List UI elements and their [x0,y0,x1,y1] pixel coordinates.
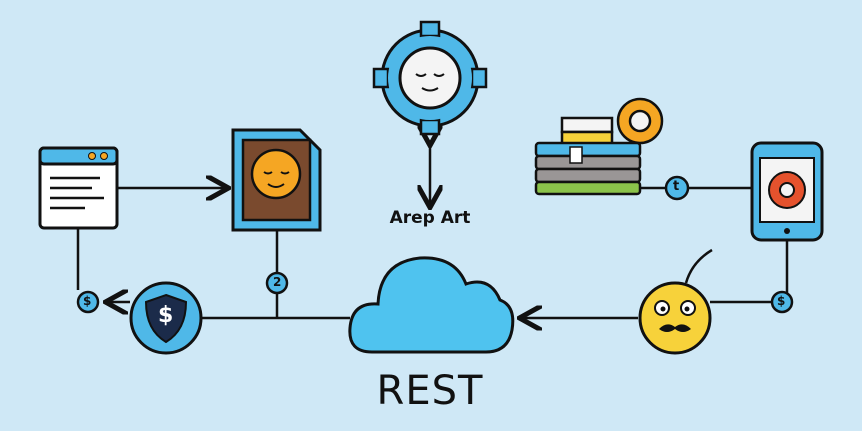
cloud-icon [348,256,515,354]
phone-gear-icon [750,141,824,242]
center-label: Arep Art [389,208,471,228]
browser-window-icon [38,146,119,230]
right-dollar-text: $ [777,294,786,308]
mustache-emoji-icon [638,281,712,355]
books-gear-icon [534,97,664,196]
shield-dollar-text: $ [158,303,174,328]
badge-books [664,175,690,201]
shield-dollar-icon [129,281,203,355]
badge-right-dollar [770,290,794,314]
cloud-label: REST [376,368,484,414]
document-face-icon [231,128,322,232]
books-badge-text: t [673,179,680,194]
left-dollar-text: $ [83,294,92,308]
doc-badge-text: 2 [273,275,282,289]
badge-left-dollar [76,290,100,314]
emoji-curve [684,248,713,284]
gear-face-icon [372,20,488,136]
badge-doc [265,271,289,295]
